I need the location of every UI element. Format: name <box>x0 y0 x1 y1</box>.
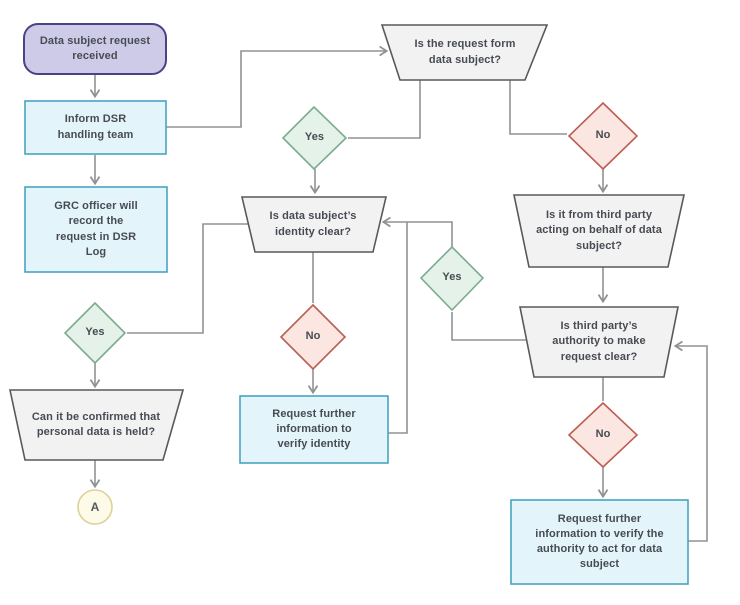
node-is-request-form-ds <box>380 24 549 81</box>
node-confirm-held <box>9 389 185 461</box>
node-inform-team <box>24 100 167 155</box>
edge-inform-to-request-form <box>166 45 389 128</box>
edges <box>89 45 708 542</box>
node-verify-identity <box>239 395 389 464</box>
node-no-bottom-right-diamond <box>567 401 639 469</box>
node-connector-a <box>77 489 113 525</box>
edge-request-form-to-no-top <box>509 80 567 135</box>
node-no-mid-diamond <box>279 303 347 371</box>
node-yes-left-diamond <box>63 301 127 365</box>
edge-verify-identity-loopback <box>388 222 408 434</box>
node-third-party <box>513 194 685 268</box>
node-identity-clear <box>240 196 388 253</box>
node-authority-clear <box>519 306 679 378</box>
edge-verify-authority-loopback <box>673 340 708 542</box>
node-yes-right-diamond <box>419 245 485 312</box>
edge-identity-to-yes-left <box>127 223 249 334</box>
edge-authority-to-yes-right <box>451 312 527 341</box>
edge-request-form-to-yes-mid <box>348 80 421 139</box>
nodes <box>9 23 689 585</box>
node-grc-log <box>24 186 168 273</box>
node-no-top-right-diamond <box>567 101 639 171</box>
node-yes-mid-diamond <box>281 105 348 171</box>
edge-yes-right-to-identity <box>381 216 453 247</box>
node-verify-authority <box>510 499 689 585</box>
node-start <box>23 23 167 75</box>
